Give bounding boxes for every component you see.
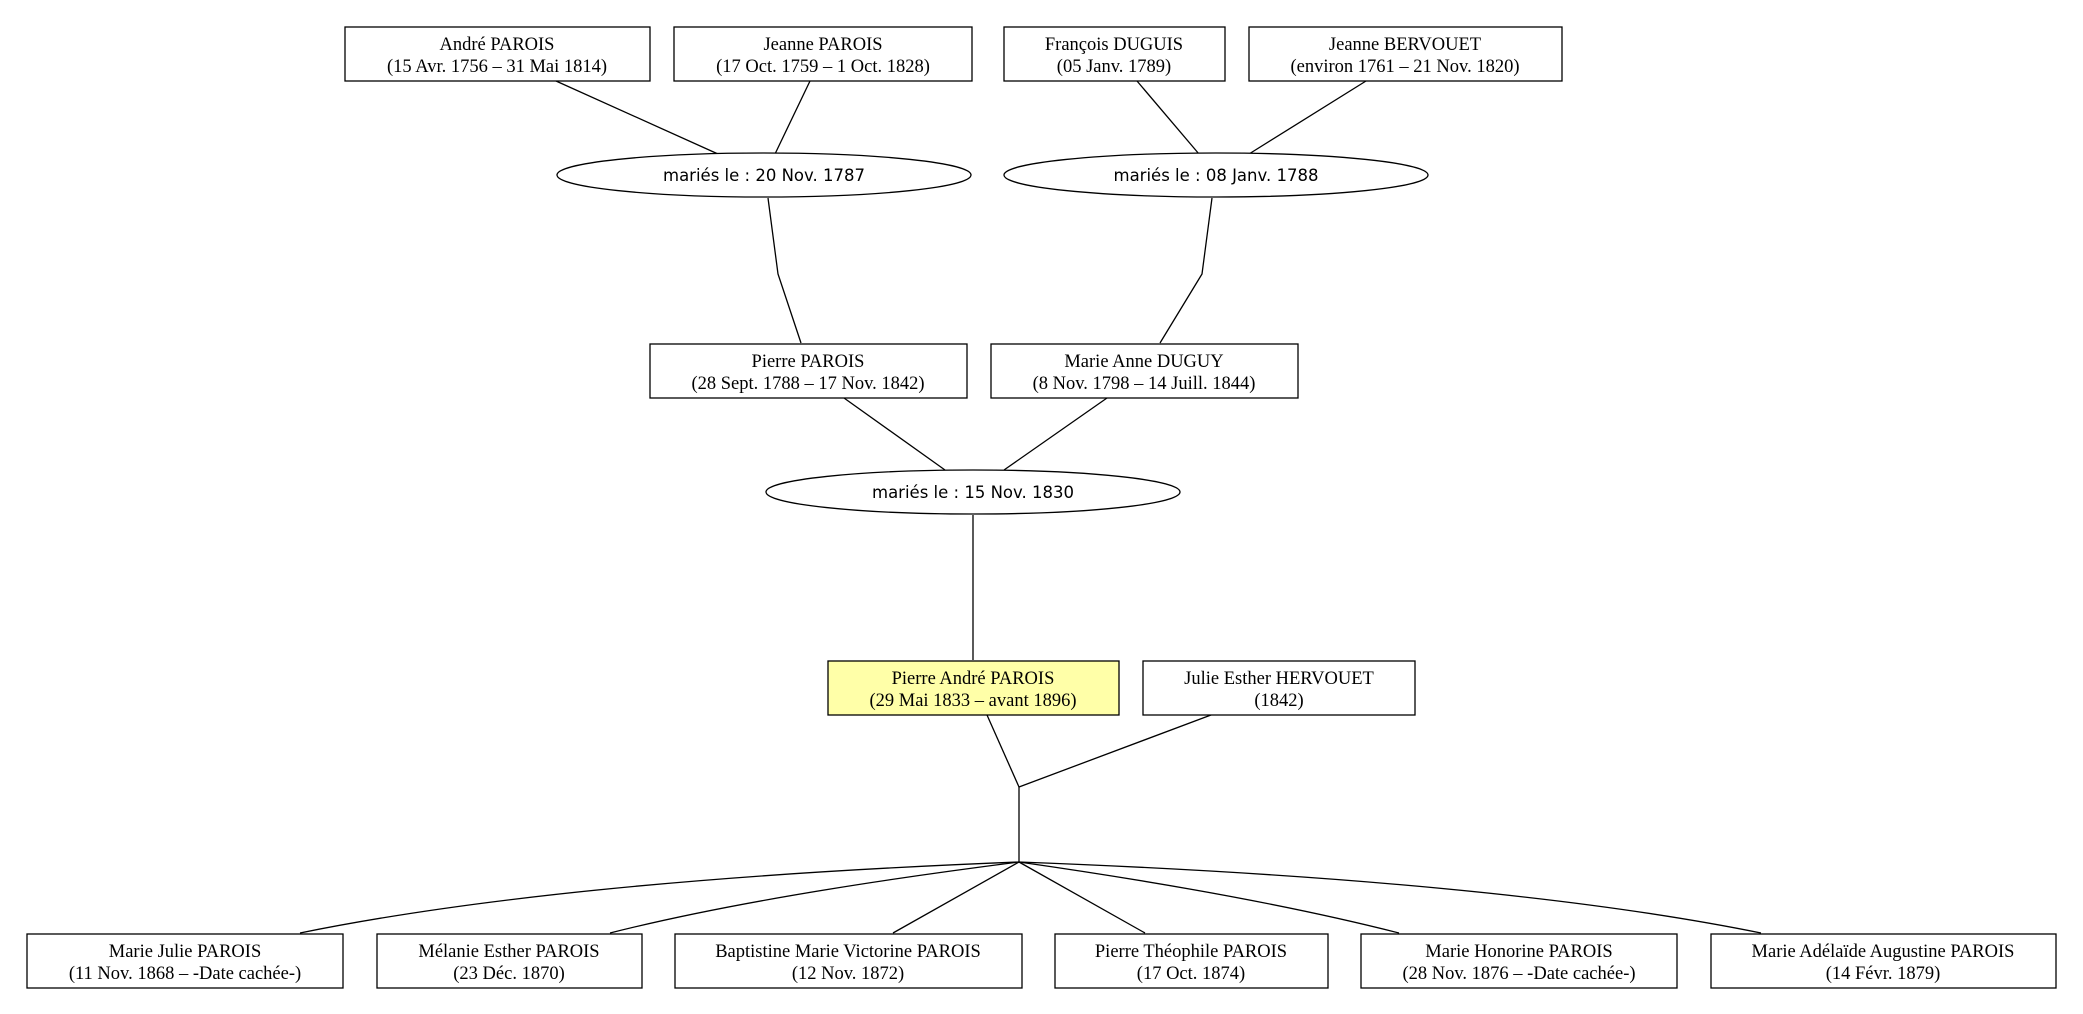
edge-marie-anne-m3: [1003, 397, 1108, 471]
person-name: Marie Adélaïde Augustine PAROIS: [1752, 942, 2015, 962]
marriage-label: mariés le : 08 Janv. 1788: [1114, 166, 1319, 185]
edge-pierre-m3: [843, 397, 946, 471]
person-name: Marie Julie PAROIS: [109, 942, 261, 962]
tree-edges: [299, 80, 1762, 934]
edge-hub-c4: [1018, 861, 1146, 934]
edge-hub-c3: [892, 861, 1020, 934]
edge-jeanne-b-m2: [1248, 80, 1367, 155]
person-pierre-andre-parois[interactable]: Pierre André PAROIS (29 Mai 1833 – avant…: [827, 660, 1120, 716]
marriage-node-m1[interactable]: mariés le : 20 Nov. 1787: [556, 152, 972, 198]
person-name: Marie Honorine PAROIS: [1425, 942, 1612, 962]
person-francois-duguis[interactable]: François DUGUIS (05 Janv. 1789): [1003, 26, 1226, 82]
edge-hub-c1: [299, 861, 1020, 934]
person-pierre-parois[interactable]: Pierre PAROIS (28 Sept. 1788 – 17 Nov. 1…: [649, 343, 968, 399]
person-marie-honorine-parois[interactable]: Marie Honorine PAROIS (28 Nov. 1876 – -D…: [1360, 933, 1678, 989]
person-name: Pierre PAROIS: [752, 352, 865, 372]
person-andre-parois[interactable]: André PAROIS (15 Avr. 1756 – 31 Mai 1814…: [344, 26, 651, 82]
marriage-node-m2[interactable]: mariés le : 08 Janv. 1788: [1003, 152, 1429, 198]
person-dates: (14 Févr. 1879): [1826, 964, 1941, 984]
edge-julie-union: [1018, 714, 1212, 788]
edge-jeanne-p-m1: [774, 80, 811, 155]
person-dates: (12 Nov. 1872): [792, 964, 904, 984]
marriage-label: mariés le : 20 Nov. 1787: [663, 166, 865, 185]
person-marie-julie-parois[interactable]: Marie Julie PAROIS (11 Nov. 1868 – -Date…: [26, 933, 344, 989]
person-melanie-esther-parois[interactable]: Mélanie Esther PAROIS (23 Déc. 1870): [376, 933, 643, 989]
person-dates: (28 Sept. 1788 – 17 Nov. 1842): [691, 374, 924, 394]
person-name: André PAROIS: [440, 35, 555, 55]
person-name: Mélanie Esther PAROIS: [418, 942, 599, 962]
marriage-node-m3[interactable]: mariés le : 15 Nov. 1830: [765, 469, 1181, 515]
person-name: Marie Anne DUGUY: [1064, 352, 1223, 372]
person-dates: (29 Mai 1833 – avant 1896): [869, 691, 1076, 711]
edge-francois-m2: [1136, 80, 1200, 155]
person-marie-adelaide-augustine-parois[interactable]: Marie Adélaïde Augustine PAROIS (14 Févr…: [1710, 933, 2057, 989]
edge-pierre-andre-union: [986, 714, 1020, 788]
person-dates: (11 Nov. 1868 – -Date cachée-): [69, 964, 301, 984]
person-dates: (28 Nov. 1876 – -Date cachée-): [1402, 964, 1635, 984]
person-dates: (1842): [1254, 691, 1303, 711]
person-dates: (17 Oct. 1759 – 1 Oct. 1828): [716, 57, 930, 77]
person-baptistine-marie-victorine-parois[interactable]: Baptistine Marie Victorine PAROIS (12 No…: [674, 933, 1023, 989]
edge-andre-m1: [555, 80, 719, 155]
person-name: Jeanne BERVOUET: [1329, 35, 1481, 55]
person-dates: (8 Nov. 1798 – 14 Juill. 1844): [1033, 374, 1256, 394]
person-name: Jeanne PAROIS: [763, 35, 882, 55]
person-name: Pierre André PAROIS: [892, 669, 1055, 689]
person-pierre-theophile-parois[interactable]: Pierre Théophile PAROIS (17 Oct. 1874): [1054, 933, 1329, 989]
person-name: Pierre Théophile PAROIS: [1095, 942, 1287, 962]
edge-m2-marie-anne: [1159, 197, 1213, 344]
edge-hub-c2: [609, 861, 1020, 934]
edge-m1-pierre: [767, 197, 802, 344]
person-marie-anne-duguy[interactable]: Marie Anne DUGUY (8 Nov. 1798 – 14 Juill…: [990, 343, 1299, 399]
person-jeanne-bervouet[interactable]: Jeanne BERVOUET (environ 1761 – 21 Nov. …: [1248, 26, 1563, 82]
person-dates: (environ 1761 – 21 Nov. 1820): [1291, 57, 1520, 77]
person-julie-esther-hervouet[interactable]: Julie Esther HERVOUET (1842): [1142, 660, 1416, 716]
person-jeanne-parois[interactable]: Jeanne PAROIS (17 Oct. 1759 – 1 Oct. 182…: [673, 26, 973, 82]
person-name: Julie Esther HERVOUET: [1184, 669, 1374, 689]
edge-hub-c6: [1018, 861, 1762, 934]
marriage-label: mariés le : 15 Nov. 1830: [872, 483, 1074, 502]
person-dates: (05 Janv. 1789): [1057, 57, 1171, 77]
edge-hub-c5: [1018, 861, 1400, 934]
person-name: Baptistine Marie Victorine PAROIS: [715, 942, 981, 962]
person-dates: (15 Avr. 1756 – 31 Mai 1814): [387, 57, 607, 77]
person-name: François DUGUIS: [1045, 35, 1183, 55]
person-dates: (23 Déc. 1870): [453, 964, 564, 984]
person-dates: (17 Oct. 1874): [1137, 964, 1245, 984]
